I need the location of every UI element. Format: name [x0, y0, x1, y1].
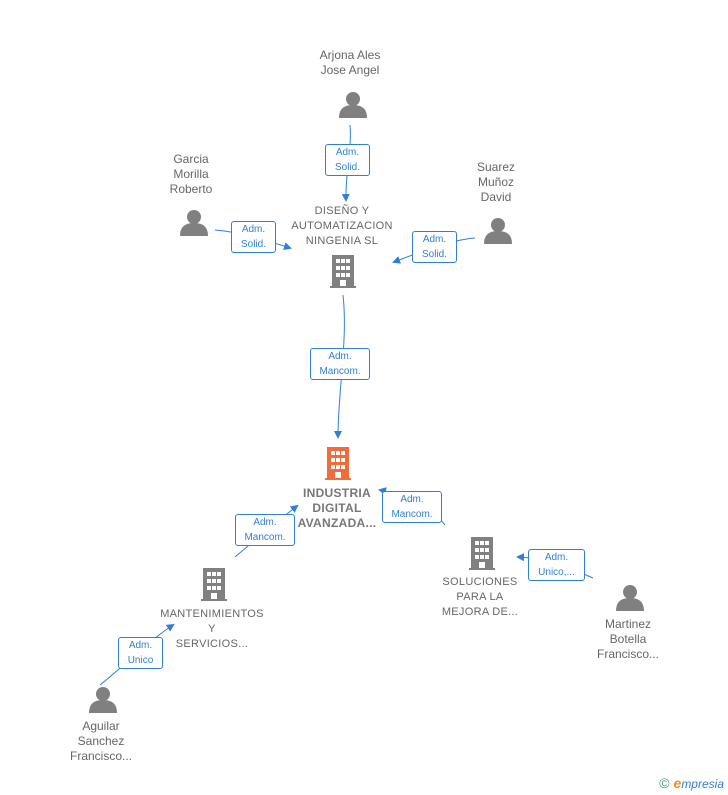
company-name-line: SERVICIOS... [175, 638, 249, 650]
relation-box-mantenimientos-industria[interactable]: Adm. Mancom. [235, 514, 295, 546]
person-label-suarez[interactable]: Suarez Muñoz David [477, 160, 515, 205]
brand-initial: e [673, 775, 682, 791]
building-icon-industria-main[interactable] [325, 447, 351, 480]
person-label-arjona[interactable]: Arjona Ales Jose Angel [320, 48, 381, 78]
person-name-line: Botella [609, 632, 647, 646]
person-name-line: Morilla [173, 167, 209, 181]
person-icon-martinez[interactable] [616, 585, 644, 611]
person-name-line: Martinez [604, 617, 652, 631]
person-label-aguilar[interactable]: Aguilar Sanchez Francisco... [70, 719, 132, 764]
person-name-line: Muñoz [477, 175, 515, 189]
person-label-garcia[interactable]: Garcia Morilla Roberto [170, 152, 213, 197]
person-name-line: Suarez [476, 160, 516, 174]
relation-type: Solid. [334, 162, 360, 173]
relation-box-aguilar-mantenimientos[interactable]: Adm. Unico [118, 637, 163, 669]
building-icon-diseno[interactable] [330, 255, 356, 288]
company-name-line: INDUSTRIA [302, 486, 372, 500]
relation-type: Unico [127, 655, 154, 666]
company-label-industria-main[interactable]: INDUSTRIA DIGITAL AVANZADA... [298, 486, 377, 531]
relation-type: Unico,... [538, 567, 575, 578]
relation-role: Adm. [128, 640, 153, 651]
company-label-diseno[interactable]: DISEÑO Y AUTOMATIZACION NINGENIA SL [291, 204, 393, 249]
company-name-line: SOLUCIONES [442, 576, 518, 588]
company-label-soluciones[interactable]: SOLUCIONES PARA LA MEJORA DE... [442, 575, 518, 620]
relation-box-arjona-diseno[interactable]: Adm. Solid. [325, 144, 370, 176]
person-name-line: Sanchez [77, 734, 125, 748]
relation-role: Adm. [400, 494, 424, 505]
relation-role: Adm. [422, 234, 447, 245]
person-name-line: Francisco... [596, 647, 660, 661]
company-name-line: MEJORA DE... [441, 606, 519, 618]
person-name-line: Arjona Ales [319, 48, 381, 62]
company-name-line: Y [208, 623, 216, 635]
relation-type: Solid. [240, 239, 266, 250]
company-name-line: PARA LA [456, 591, 504, 603]
relation-box-suarez-diseno[interactable]: Adm. Solid. [412, 231, 457, 263]
person-name-line: Roberto [169, 182, 213, 196]
relation-role: Adm. [241, 224, 266, 235]
person-icon-arjona[interactable] [339, 92, 367, 118]
person-icon-suarez[interactable] [484, 218, 512, 244]
brand-name: mpresia [681, 777, 724, 791]
relation-type: Mancom. [244, 532, 286, 543]
company-name-line: AUTOMATIZACION [291, 220, 393, 232]
person-label-martinez[interactable]: Martinez Botella Francisco... [597, 617, 659, 662]
person-name-line: Aguilar [82, 719, 120, 733]
relation-role: Adm. [328, 351, 352, 362]
relation-type: Mancom. [319, 366, 361, 377]
company-label-mantenimientos[interactable]: MANTENIMIENTOS Y SERVICIOS... [160, 607, 264, 652]
empresia-logo[interactable]: ©empresia [659, 775, 724, 791]
copyright-icon: © [659, 775, 670, 791]
relation-box-soluciones-industria[interactable]: Adm. Mancom. [382, 491, 442, 523]
person-name-line: Francisco... [69, 749, 133, 763]
person-icon-garcia[interactable] [180, 210, 208, 236]
person-name-line: Garcia [173, 152, 209, 166]
company-name-line: DISEÑO Y [314, 205, 370, 217]
person-icon-aguilar[interactable] [89, 687, 117, 713]
company-name-line: NINGENIA SL [305, 235, 379, 247]
relation-role: Adm. [544, 552, 569, 563]
relation-box-garcia-diseno[interactable]: Adm. Solid. [231, 221, 276, 253]
company-name-line: MANTENIMIENTOS [160, 608, 264, 620]
relation-box-martinez-soluciones[interactable]: Adm. Unico,... [528, 549, 585, 581]
building-icon-mantenimientos[interactable] [201, 568, 227, 601]
company-name-line: AVANZADA... [297, 516, 377, 530]
relation-box-diseno-industria[interactable]: Adm. Mancom. [310, 348, 370, 380]
person-name-line: Jose Angel [320, 63, 380, 77]
company-name-line: DIGITAL [312, 501, 362, 515]
relation-type: Solid. [421, 249, 447, 260]
relation-role: Adm. [335, 147, 360, 158]
person-name-line: David [480, 190, 512, 204]
relation-type: Mancom. [391, 509, 433, 520]
building-icon-soluciones[interactable] [469, 537, 495, 570]
relation-role: Adm. [253, 517, 277, 528]
